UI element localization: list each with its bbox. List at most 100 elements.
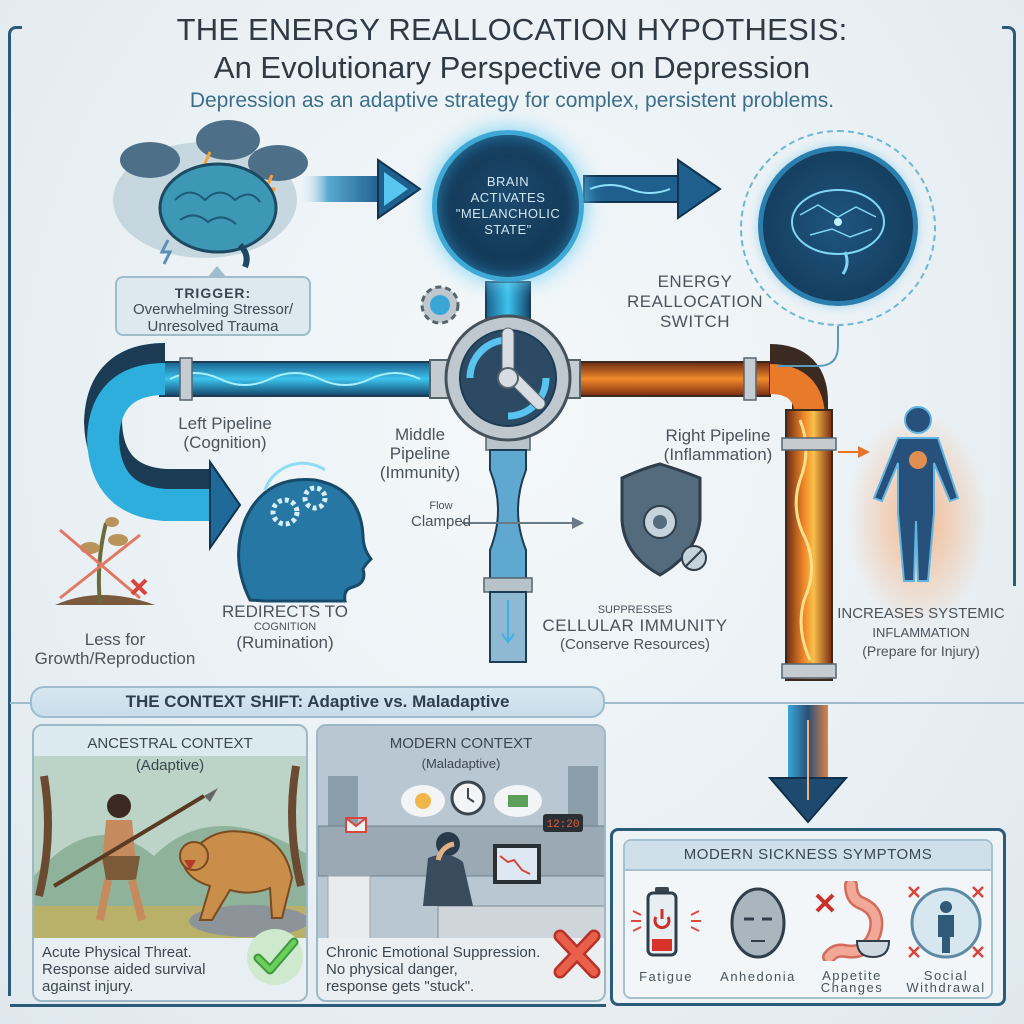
cognition-line3: (Rumination) — [236, 633, 334, 652]
cognition-line2: COGNITION — [253, 621, 317, 633]
brain-state-line2: ACTIVATES — [470, 190, 546, 205]
check-icon — [247, 929, 303, 985]
ancestral-caption-line1: Acute Physical Threat. — [42, 944, 192, 961]
blank-face-icon — [730, 887, 786, 959]
symptom-fatigue-label: Fatigue — [639, 969, 693, 984]
symptom-social-withdrawal: Social Withdrawal — [901, 881, 991, 994]
ancestral-caption-line3: against injury. — [42, 978, 134, 995]
stomach-icon — [815, 878, 891, 964]
modern-caption-line3: response gets "stuck". — [326, 978, 475, 995]
symptom-appetite: Appetite Changes — [807, 878, 897, 995]
trigger-callout: TRIGGER: Overwhelming Stressor/ Unresolv… — [115, 266, 311, 336]
middle-pipeline-label: Middle Pipeline (Immunity) — [370, 425, 470, 482]
right-pipeline-sub: (Inflammation) — [663, 445, 773, 464]
outer-frame-bottom — [10, 1004, 606, 1007]
left-pipeline-name: Left Pipeline — [178, 414, 272, 433]
brain-circle-ring — [740, 130, 936, 326]
ancestral-title: ANCESTRAL CONTEXT — [87, 735, 253, 752]
page-title: THE ENERGY REALLOCATION HYPOTHESIS: — [176, 12, 848, 47]
head-gears-icon — [237, 461, 374, 603]
context-divider-right — [605, 702, 1024, 704]
gear-icon — [420, 285, 460, 325]
x-icon — [553, 929, 601, 979]
flow-arrow-2 — [583, 158, 722, 220]
growth-outcome-label: Less for Growth/Reproduction — [20, 630, 210, 668]
right-pipeline-label: Right Pipeline (Inflammation) — [648, 426, 788, 464]
stormy-brain-icon — [113, 120, 308, 269]
immune-shield-icon — [620, 462, 707, 577]
clamp-large: Clamped — [410, 513, 472, 530]
ancestral-caption-line2: Response aided survival — [42, 961, 206, 978]
modern-subtitle: (Maladaptive) — [421, 756, 501, 771]
context-divider-left — [10, 702, 30, 704]
social-label-line2: Withdrawal — [906, 980, 986, 995]
inflammation-line2: INFLAMMATION — [872, 625, 970, 640]
down-arrow-icon — [767, 705, 849, 824]
right-pipeline — [559, 344, 837, 681]
appetite-label-line2: Changes — [820, 980, 884, 995]
immunity-line2: CELLULAR IMMUNITY — [542, 616, 728, 635]
stressed-office-worker-illustration: 12:20 — [318, 726, 604, 944]
page-subtitle: Depression as an adaptive strategy for c… — [189, 89, 835, 112]
modern-caption: Chronic Emotional Suppression. No physic… — [318, 938, 604, 1000]
switch-label-line3: SWITCH — [659, 312, 731, 331]
middle-pipeline — [483, 429, 533, 663]
switch-label-line2: REALLOCATION — [626, 292, 764, 311]
modern-sickness-symptoms-panel: MODERN SICKNESS SYMPTOMS Fatigue Anhedon… — [610, 828, 1006, 1006]
isolated-person-icon — [908, 886, 984, 959]
energy-switch-label: ENERGY REALLOCATION SWITCH — [620, 272, 770, 332]
cognition-outcome-label: REDIRECTS TO COGNITION (Rumination) — [220, 602, 350, 652]
left-pipeline-sub: (Cognition) — [183, 433, 267, 452]
outer-frame-left — [8, 26, 22, 996]
symptom-anhedonia-label: Anhedonia — [720, 969, 796, 984]
cognition-line1: REDIRECTS TO — [222, 602, 348, 621]
immunity-line3: (Conserve Resources) — [559, 636, 711, 653]
digital-clock-display: 12:20 — [546, 819, 579, 831]
switch-label-line1: ENERGY — [657, 272, 733, 291]
brain-state-line4: STATE" — [484, 222, 532, 237]
trigger-line2: Unresolved Trauma — [147, 318, 279, 335]
growth-line1: Less for — [84, 630, 146, 649]
battery-low-icon — [631, 887, 701, 957]
melancholic-state-node: BRAIN ACTIVATES "MELANCHOLIC STATE" — [432, 130, 584, 282]
hunter-vs-sabertooth-illustration — [34, 756, 306, 946]
ancestral-subtitle: (Adaptive) — [135, 757, 205, 774]
left-pipeline — [83, 343, 441, 552]
modern-context-panel: MODERN CONTEXT (Maladaptive) 12:20 Chron… — [316, 724, 606, 1002]
modern-title: MODERN CONTEXT — [389, 735, 533, 752]
modern-caption-line1: Chronic Emotional Suppression. — [326, 944, 541, 961]
flow-clamped-label: Flow Clamped — [400, 500, 482, 531]
middle-pipeline-line2: Pipeline — [389, 444, 451, 463]
symptoms-title: MODERN SICKNESS SYMPTOMS — [625, 841, 991, 871]
immunity-outcome-label: SUPPRESSES CELLULAR IMMUNITY (Conserve R… — [540, 604, 730, 654]
ancestral-context-panel: ANCESTRAL CONTEXT (Adaptive) Acute Physi… — [32, 724, 308, 1002]
modern-caption-line2: No physical danger, — [326, 961, 458, 978]
appetite-label-line1: Appetite — [822, 968, 882, 983]
brain-state-line1: BRAIN — [486, 174, 530, 189]
symptom-social-label: Social Withdrawal — [901, 968, 991, 995]
trigger-line1: Overwhelming Stressor/ — [132, 301, 294, 318]
middle-pipeline-line1: Middle — [394, 425, 446, 444]
symptom-anhedonia: Anhedonia — [713, 881, 803, 983]
inflammation-outcome-label: INCREASES SYSTEMIC INFLAMMATION (Prepare… — [836, 604, 1006, 661]
flow-arrow-1 — [300, 158, 422, 220]
growth-line2: Growth/Reproduction — [34, 649, 196, 668]
clamp-small: Flow — [429, 500, 453, 512]
page-title-line2: An Evolutionary Perspective on Depressio… — [213, 50, 811, 85]
left-pipeline-label: Left Pipeline (Cognition) — [160, 414, 290, 452]
symptom-fatigue: Fatigue — [621, 881, 711, 983]
right-pipeline-name: Right Pipeline — [665, 426, 771, 445]
middle-pipeline-sub: (Immunity) — [379, 463, 461, 482]
brain-state-line3: "MELANCHOLIC — [455, 206, 561, 221]
trigger-title: TRIGGER: — [174, 285, 252, 301]
immunity-line1: SUPPRESSES — [597, 604, 673, 616]
inflamed-body-icon — [848, 406, 988, 630]
context-shift-header: THE CONTEXT SHIFT: Adaptive vs. Maladapt… — [30, 686, 605, 718]
social-label-line1: Social — [923, 968, 969, 983]
inflammation-line1: INCREASES SYSTEMIC — [837, 605, 1005, 622]
energy-switch-valve-icon — [429, 314, 581, 442]
withered-plant-icon — [55, 517, 155, 605]
symptom-appetite-label: Appetite Changes — [807, 968, 897, 995]
inflammation-line3: (Prepare for Injury) — [862, 643, 980, 659]
